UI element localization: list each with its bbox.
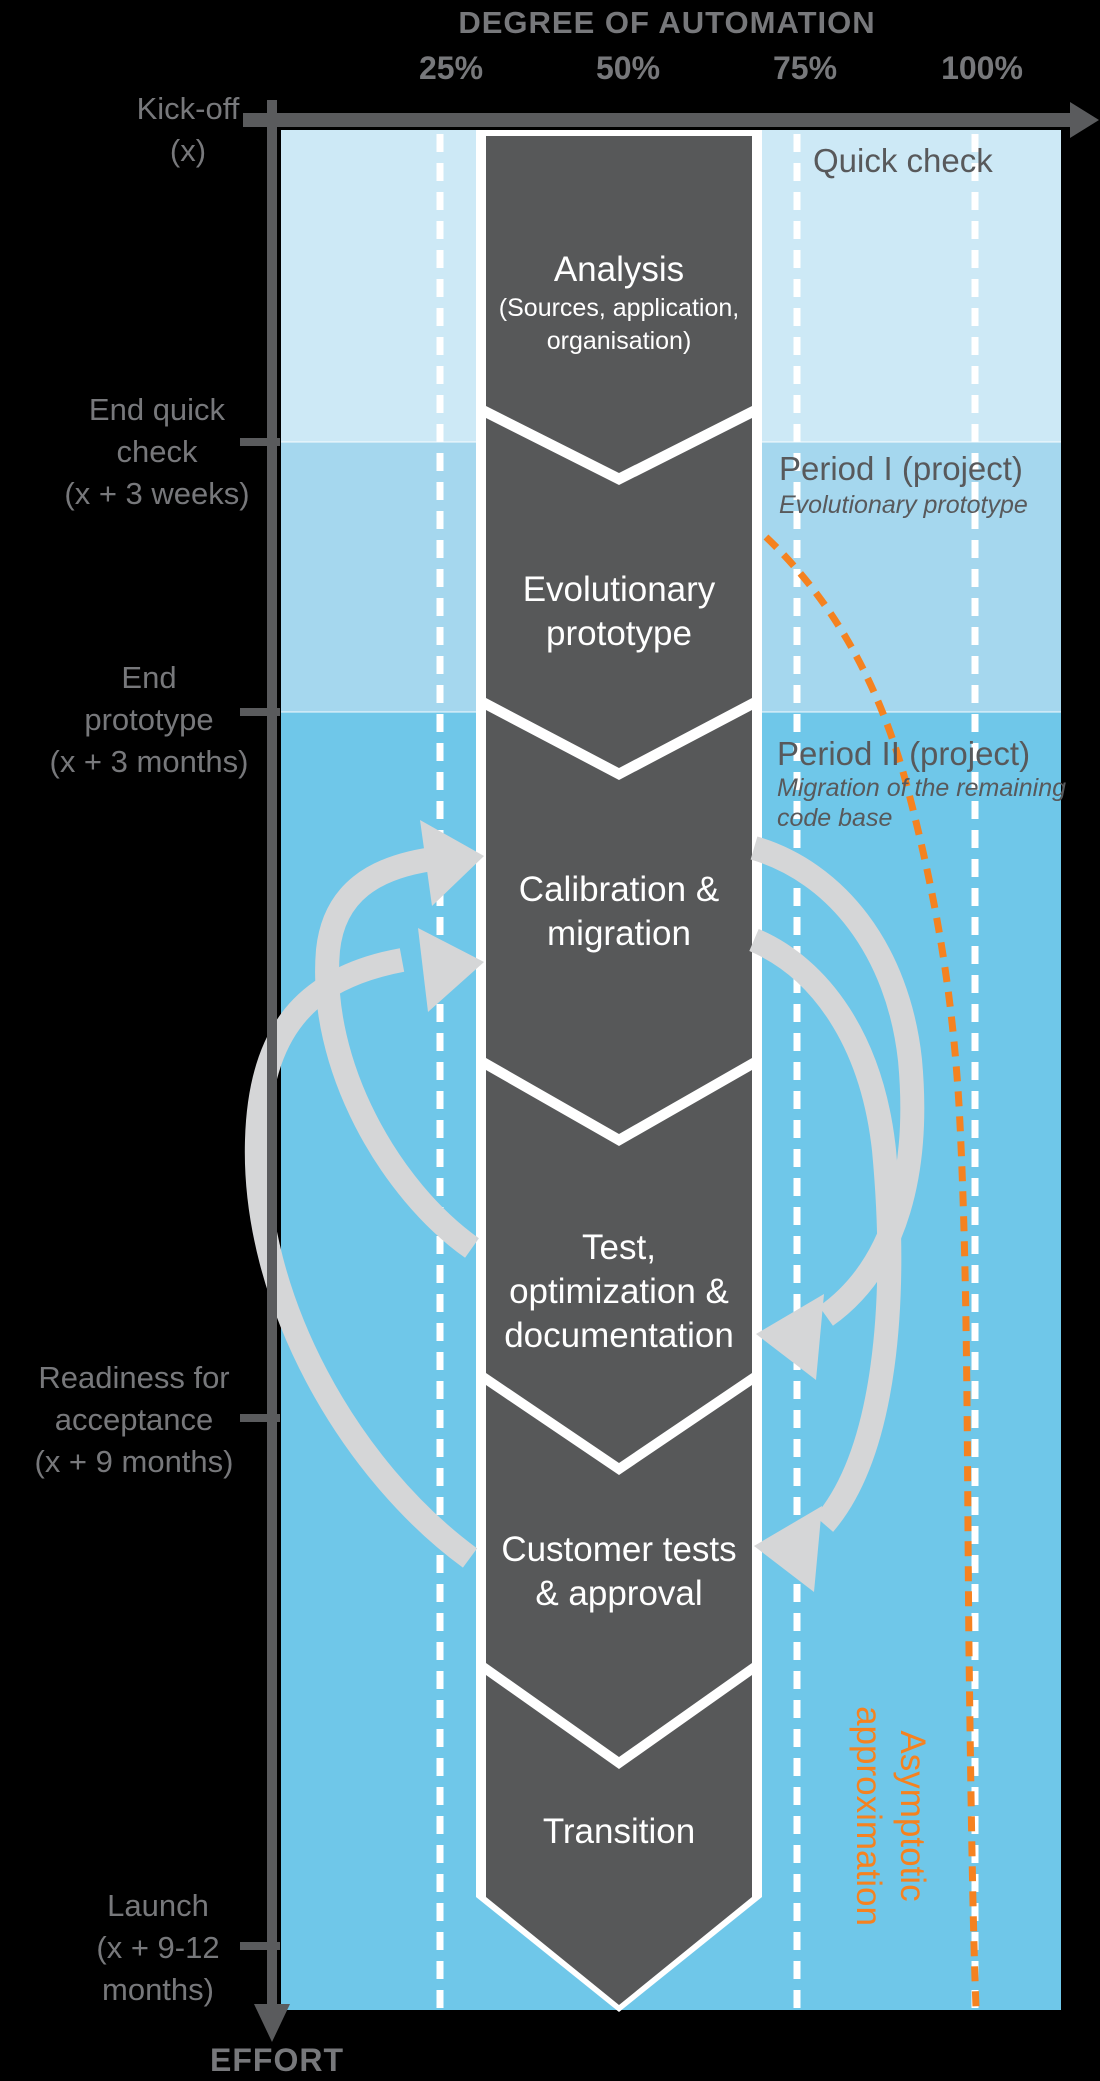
step-line: Customer tests bbox=[501, 1530, 737, 1569]
asymptotic-annotation-line: Asymptotic bbox=[893, 1730, 932, 1902]
region-label-quick-check: Quick check bbox=[813, 142, 993, 179]
step-line: Calibration & bbox=[518, 870, 720, 909]
chevron-analysis bbox=[486, 136, 752, 473]
y-axis-line bbox=[267, 100, 277, 2006]
step-line: prototype bbox=[546, 614, 692, 653]
milestone-line: (x + 3 weeks) bbox=[64, 476, 250, 511]
milestone-line: Readiness for bbox=[38, 1360, 230, 1395]
step-label-test: Test, optimization & documentation bbox=[486, 1226, 752, 1358]
asymptotic-annotation: Asymptotic approximation bbox=[846, 1706, 934, 1926]
milestone-line: prototype bbox=[84, 702, 214, 737]
step-line: documentation bbox=[504, 1316, 734, 1355]
step-subline: (Sources, application, bbox=[498, 294, 740, 322]
milestone-line: (x) bbox=[169, 133, 207, 168]
tick-readiness bbox=[240, 1414, 280, 1422]
step-label-calibration: Calibration & migration bbox=[486, 868, 752, 956]
iteration-arrowhead-left-inner bbox=[420, 820, 484, 906]
chevron-customer-tests bbox=[486, 1385, 752, 1757]
chevron-calibration-migration bbox=[486, 710, 752, 1134]
step-line: Test, bbox=[582, 1228, 656, 1267]
region-label-period2: Period II (project) bbox=[777, 735, 1031, 772]
tick-end-quick-check bbox=[240, 438, 280, 446]
x-axis-line bbox=[243, 113, 1072, 127]
step-label-transition: Transition bbox=[486, 1810, 752, 1854]
x-tick-25: 25% bbox=[418, 50, 484, 86]
milestone-end-quick-check: End quick check (x + 3 weeks) bbox=[37, 389, 277, 515]
x-tick-75: 75% bbox=[772, 50, 838, 86]
tick-end-prototype bbox=[240, 708, 280, 716]
region-subtitle-period2: Migration of the remaining code base bbox=[777, 773, 1067, 833]
chevron-test-optimization bbox=[486, 1070, 752, 1463]
iteration-arc-right-outer bbox=[749, 928, 902, 1532]
step-line: optimization & bbox=[509, 1272, 729, 1311]
tick-launch bbox=[240, 1942, 280, 1950]
region-subtitle-period1: Evolutionary prototype bbox=[779, 491, 1028, 519]
chevron-evolutionary-prototype bbox=[486, 418, 752, 768]
milestone-line: Kick-off bbox=[136, 91, 240, 126]
milestone-line: (x + 3 months) bbox=[49, 744, 249, 779]
milestone-end-prototype: End prototype (x + 3 months) bbox=[29, 657, 269, 783]
milestone-line: (x + 9 months) bbox=[34, 1444, 234, 1479]
milestone-line: acceptance bbox=[54, 1402, 214, 1437]
y-axis-arrowhead bbox=[254, 2004, 290, 2042]
step-label-evolutionary: Evolutionary prototype bbox=[486, 568, 752, 656]
step-line: Evolutionary bbox=[522, 570, 716, 609]
step-line: Analysis bbox=[553, 250, 685, 289]
asymptotic-annotation-line: approximation bbox=[849, 1706, 888, 1926]
iteration-arrowhead-right-inner bbox=[756, 1294, 824, 1380]
x-axis-arrowhead bbox=[1070, 102, 1099, 138]
y-axis-title: EFFORT bbox=[210, 2042, 344, 2078]
milestone-launch: Launch (x + 9-12 months) bbox=[38, 1885, 278, 2011]
iteration-arrowhead-right-outer bbox=[754, 1506, 822, 1592]
step-label-analysis: Analysis (Sources, application, organisa… bbox=[486, 248, 752, 358]
milestone-readiness: Readiness for acceptance (x + 9 months) bbox=[14, 1357, 254, 1483]
region-subtitle-line: code base bbox=[777, 804, 893, 832]
milestone-line: check bbox=[116, 434, 198, 469]
iteration-arrowhead-left-outer bbox=[418, 928, 484, 1012]
step-line: migration bbox=[547, 914, 691, 953]
step-subline: organisation) bbox=[546, 327, 692, 355]
milestone-kick-off: Kick-off (x) bbox=[108, 88, 268, 172]
milestone-line: End quick bbox=[88, 392, 226, 427]
region-label-period1: Period I (project) bbox=[779, 450, 1023, 487]
step-label-customer: Customer tests & approval bbox=[486, 1528, 752, 1616]
x-tick-50: 50% bbox=[595, 50, 661, 86]
step-line: Transition bbox=[542, 1812, 696, 1851]
step-line: & approval bbox=[535, 1574, 703, 1613]
milestone-line: months) bbox=[102, 1972, 214, 2007]
iteration-arc-left-outer bbox=[244, 948, 478, 1568]
milestone-line: Launch bbox=[107, 1888, 209, 1923]
milestone-line: End bbox=[121, 660, 177, 695]
region-subtitle-line: Migration of the remaining bbox=[777, 774, 1067, 802]
x-axis-title: DEGREE OF AUTOMATION bbox=[458, 5, 876, 40]
x-tick-100: 100% bbox=[941, 50, 1023, 86]
milestone-line: (x + 9-12 bbox=[96, 1930, 220, 1965]
chevron-transition bbox=[486, 1675, 752, 2005]
asymptotic-curve bbox=[763, 534, 980, 2009]
